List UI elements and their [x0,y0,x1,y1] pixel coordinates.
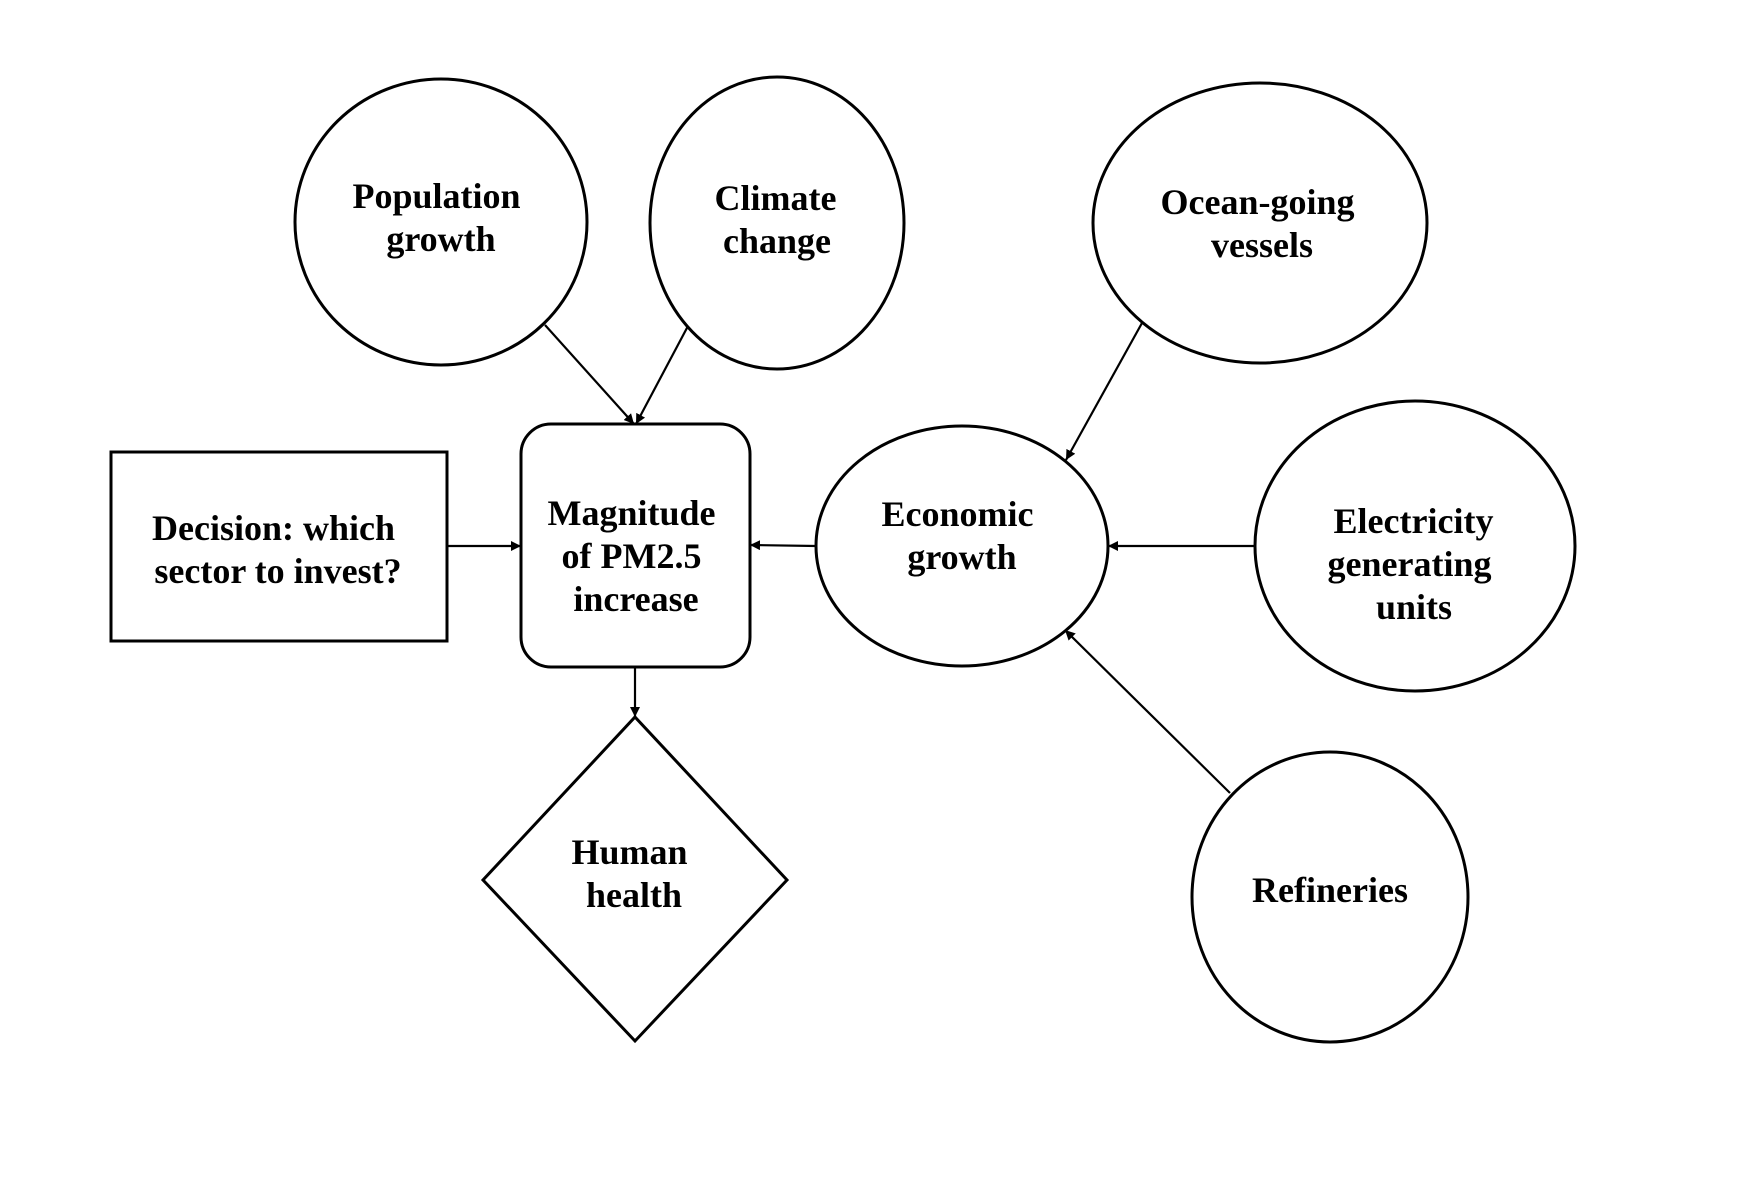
pm25-rounded-rectangle [519,422,752,669]
refineries-label: Refineries [1252,870,1408,910]
climate-change-ellipse [648,75,906,371]
climate-change-label: Climate change [715,178,846,261]
node-human-health: Human health [480,714,790,1044]
edge-economic-growth-to-pm25 [749,540,817,551]
node-refineries: Refineries [1190,750,1470,1044]
edge-population-growth-to-pm25 [544,324,635,425]
human-health-label: Human health [571,832,696,915]
economic-growth-label: Economic growth [882,494,1043,577]
ocean-going-vessels-label: Ocean-going vessels [1161,182,1364,265]
population-growth-label: Population growth [352,176,529,259]
refineries-ellipse [1190,750,1470,1044]
electricity-ellipse [1253,399,1577,693]
node-pm25: Magnitude of PM2.5 increase [519,422,752,669]
electricity-label: Electricity generating units [1328,501,1503,627]
decision-label: Decision: which sector to invest? [152,508,404,591]
pm25-label: Magnitude of PM2.5 increase [547,493,724,619]
node-ocean-going-vessels: Ocean-going vessels [1091,81,1429,365]
edge-ocean-vessels-to-economic-growth [1065,322,1143,461]
economic-growth-ellipse [814,424,1110,668]
node-electricity-generating-units: Electricity generating units [1253,399,1577,693]
ocean-going-vessels-ellipse [1091,81,1429,365]
population-growth-ellipse [293,77,589,367]
edge-climate-change-to-pm25 [635,325,689,425]
edges [446,322,1255,794]
node-decision: Decision: which sector to invest? [109,450,449,643]
node-population-growth: Population growth [293,77,589,367]
node-economic-growth: Economic growth [814,424,1110,668]
human-health-diamond [480,714,790,1044]
edge-refineries-to-economic-growth [1064,629,1231,794]
node-climate-change: Climate change [648,75,906,371]
decision-rectangle [109,450,449,643]
